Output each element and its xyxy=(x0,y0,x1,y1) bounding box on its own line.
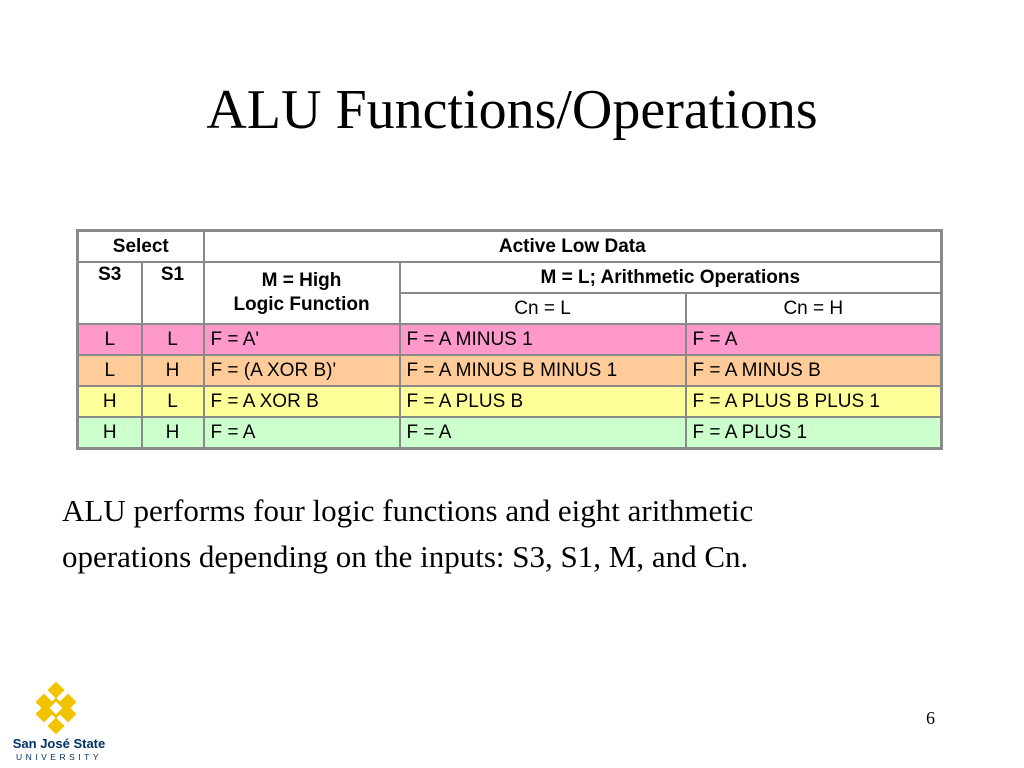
s3-cell: L xyxy=(76,354,143,387)
logic-cell: F = A XOR B xyxy=(202,385,401,418)
cn-high-cell: F = A PLUS 1 xyxy=(684,416,943,450)
logo-subtitle: UNIVERSITY xyxy=(15,752,102,762)
s1-cell: H xyxy=(140,354,205,387)
logic-function-header: M = High Logic Function xyxy=(202,261,401,325)
arithmetic-header: M = L; Arithmetic Operations xyxy=(398,261,943,294)
logic-header-line1: M = High xyxy=(261,270,342,291)
table-header-row: Cn = L Cn = H xyxy=(78,292,943,325)
logic-cell: F = (A XOR B)' xyxy=(202,354,401,387)
s3-cell: H xyxy=(76,416,143,450)
s3-header: S3 xyxy=(76,261,143,325)
cn-high-cell: F = A PLUS B PLUS 1 xyxy=(684,385,943,418)
cn-low-cell: F = A PLUS B xyxy=(398,385,687,418)
logic-cell: F = A' xyxy=(202,323,401,356)
data-header: Active Low Data xyxy=(202,229,943,263)
logo-name: San José State xyxy=(12,736,106,751)
description-line: operations depending on the inputs: S3, … xyxy=(62,539,749,574)
table-row: H H F = A F = A F = A PLUS 1 xyxy=(76,416,943,450)
university-logo: San José State UNIVERSITY xyxy=(6,682,106,766)
table-row: H L F = A XOR B F = A PLUS B F = A PLUS … xyxy=(76,385,943,418)
cn-high-cell: F = A MINUS B xyxy=(684,354,943,387)
cn-high-cell: F = A xyxy=(684,323,943,356)
sjsu-diamond-icon xyxy=(35,682,77,734)
s3-cell: H xyxy=(76,385,143,418)
s3-cell: L xyxy=(76,323,143,356)
cn-low-cell: F = A xyxy=(398,416,687,450)
alu-function-table: Select Active Low Data S3 S1 M = High Lo… xyxy=(76,229,944,450)
cn-low-cell: F = A MINUS 1 xyxy=(398,323,687,356)
table-header-row: Select Active Low Data xyxy=(76,229,943,263)
s1-cell: L xyxy=(140,323,205,356)
table-row: L L F = A' F = A MINUS 1 F = A xyxy=(76,323,943,356)
select-header: Select xyxy=(76,229,205,263)
cn-low-cell: F = A MINUS B MINUS 1 xyxy=(398,354,687,387)
slide-title: ALU Functions/Operations xyxy=(206,79,818,141)
s1-header: S1 xyxy=(140,261,205,325)
logic-header-line2: Logic Function xyxy=(233,294,370,315)
page-number: 6 xyxy=(926,708,935,728)
slide-description: ALU performs four logic functions and ei… xyxy=(62,488,962,580)
table-header-row: S3 S1 M = High Logic Function M = L; Ari… xyxy=(76,261,943,325)
s1-cell: L xyxy=(140,385,205,418)
cn-high-header: Cn = H xyxy=(684,292,943,325)
description-line: ALU performs four logic functions and ei… xyxy=(62,493,754,528)
s1-cell: H xyxy=(140,416,205,450)
logic-cell: F = A xyxy=(202,416,401,450)
table-row: L H F = (A XOR B)' F = A MINUS B MINUS 1… xyxy=(76,354,943,387)
cn-low-header: Cn = L xyxy=(398,292,687,325)
